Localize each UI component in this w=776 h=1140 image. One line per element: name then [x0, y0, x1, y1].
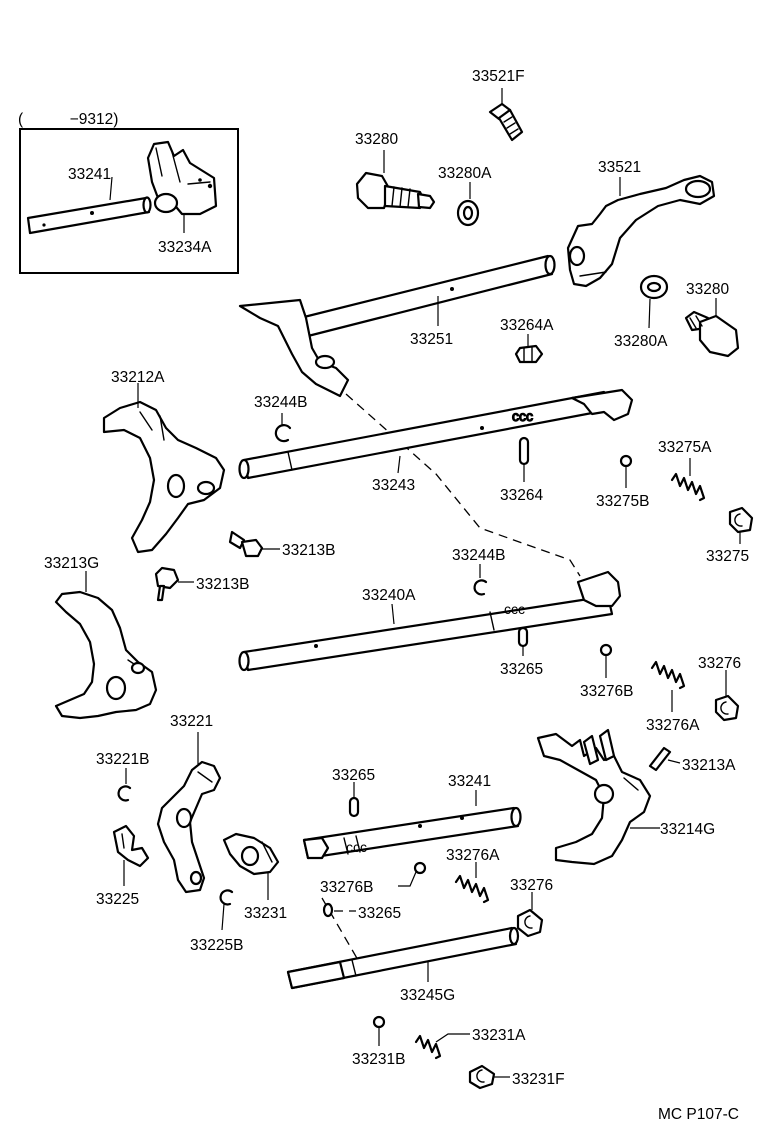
bolt-33521F — [488, 88, 524, 142]
label-33225B: 33225B — [190, 937, 243, 954]
pin-33213A — [648, 746, 681, 772]
label-33265-mid: 33265 — [500, 661, 543, 678]
rod-33243: ccc — [238, 388, 634, 480]
label-33213B-b: 33213B — [196, 576, 249, 593]
spring-33275A — [670, 458, 706, 502]
spring-33276A-mid — [650, 660, 686, 712]
label-33275: 33275 — [706, 548, 749, 565]
label-33225: 33225 — [96, 891, 139, 908]
ring-33244B-mid — [473, 564, 488, 596]
label-33280-top: 33280 — [355, 131, 398, 148]
rod-33243-detent-marks: ccc — [512, 408, 533, 424]
label-33243: 33243 — [372, 477, 415, 494]
label-33234A: 33234A — [158, 239, 212, 256]
fork-33212A — [102, 383, 226, 554]
ring-33221B — [117, 768, 132, 802]
rod-33245G — [286, 926, 520, 990]
label-33221B: 33221B — [96, 751, 149, 768]
spring-33231A — [414, 1033, 470, 1060]
label-33276A-mid: 33276A — [646, 717, 700, 734]
rod-33241-detent-marks: ccc — [346, 839, 367, 855]
pin-33265-low — [348, 782, 360, 818]
washer-33280A-right — [639, 274, 669, 329]
label-33231A: 33231A — [472, 1027, 526, 1044]
pin-33264 — [518, 436, 530, 482]
label-33265-bottom: 33265 — [358, 905, 401, 922]
label-33276A-low: 33276A — [446, 847, 500, 864]
alignment-line-2 — [321, 897, 359, 961]
inset-rod — [26, 196, 152, 235]
label-33244B-mid: 33244B — [452, 547, 505, 564]
plug-33275 — [728, 506, 754, 544]
ball-33275B — [619, 454, 633, 488]
plug-33276-low — [516, 892, 544, 938]
plug-33264A — [514, 334, 544, 364]
label-33276B-mid: 33276B — [580, 683, 633, 700]
label-33244B-top: 33244B — [254, 394, 307, 411]
pin-33265-mid — [517, 626, 529, 656]
washer-33280A-top — [456, 182, 480, 227]
label-33251: 33251 — [410, 331, 453, 348]
rod-33240A-detent-marks: ccc — [504, 601, 525, 617]
label-33231F: 33231F — [512, 1071, 565, 1088]
block-33231 — [222, 832, 280, 900]
label-33275B: 33275B — [596, 493, 649, 510]
inset-shift-block — [146, 140, 218, 216]
ring-33244B-top — [274, 413, 292, 443]
label-33521: 33521 — [598, 159, 641, 176]
label-33280-right: 33280 — [686, 281, 729, 298]
label-33231: 33231 — [244, 905, 287, 922]
fork-33213G — [54, 571, 158, 720]
label-33214G: 33214G — [660, 821, 715, 838]
label-33264: 33264 — [500, 487, 543, 504]
label-33521F: 33521F — [472, 68, 525, 85]
label-33212A: 33212A — [111, 369, 165, 386]
screw-33213B-b — [154, 566, 194, 602]
label-33275A: 33275A — [658, 439, 712, 456]
label-33245G: 33245G — [400, 987, 455, 1004]
label-33276-right: 33276 — [698, 655, 741, 672]
rod-33241-main: ccc — [302, 790, 522, 860]
inset-note: ( −9312) — [18, 111, 118, 128]
spring-33276A-low — [454, 862, 490, 904]
plug-33280-top — [355, 150, 436, 210]
block-33225 — [112, 824, 150, 886]
ball-33276B-low — [398, 861, 427, 887]
plug-33280-right — [684, 298, 740, 358]
label-33213A: 33213A — [682, 757, 736, 774]
shaft-33251 — [238, 254, 556, 398]
label-33276B-low: 33276B — [320, 879, 373, 896]
ball-33276B-mid — [599, 643, 613, 678]
fork-33214G — [536, 728, 660, 866]
label-33280A-top: 33280A — [438, 165, 492, 182]
ring-33225B — [219, 889, 234, 931]
screw-33213B-a — [228, 530, 280, 558]
label-33280A-right: 33280A — [614, 333, 668, 350]
label-33213G: 33213G — [44, 555, 99, 572]
label-33231B: 33231B — [352, 1051, 405, 1068]
plug-33276-right — [714, 670, 740, 722]
label-33264A: 33264A — [500, 317, 554, 334]
label-33213B-a: 33213B — [282, 542, 335, 559]
label-33221: 33221 — [170, 713, 213, 730]
figure-code: MC P107-C — [658, 1106, 739, 1123]
lever-33521 — [566, 174, 716, 288]
plug-33231F — [468, 1064, 510, 1090]
pin-33265-bottom — [322, 902, 356, 918]
inset-box: ( −9312) 33241 33234A — [18, 111, 239, 274]
label-33276-low: 33276 — [510, 877, 553, 894]
ball-33231B — [372, 1015, 386, 1046]
rod-33240A: ccc — [238, 570, 622, 672]
label-33241-inset: 33241 — [68, 166, 111, 183]
label-33240A: 33240A — [362, 587, 416, 604]
lever-33221 — [156, 732, 222, 894]
label-33265-low: 33265 — [332, 767, 375, 784]
label-33241-main: 33241 — [448, 773, 491, 790]
